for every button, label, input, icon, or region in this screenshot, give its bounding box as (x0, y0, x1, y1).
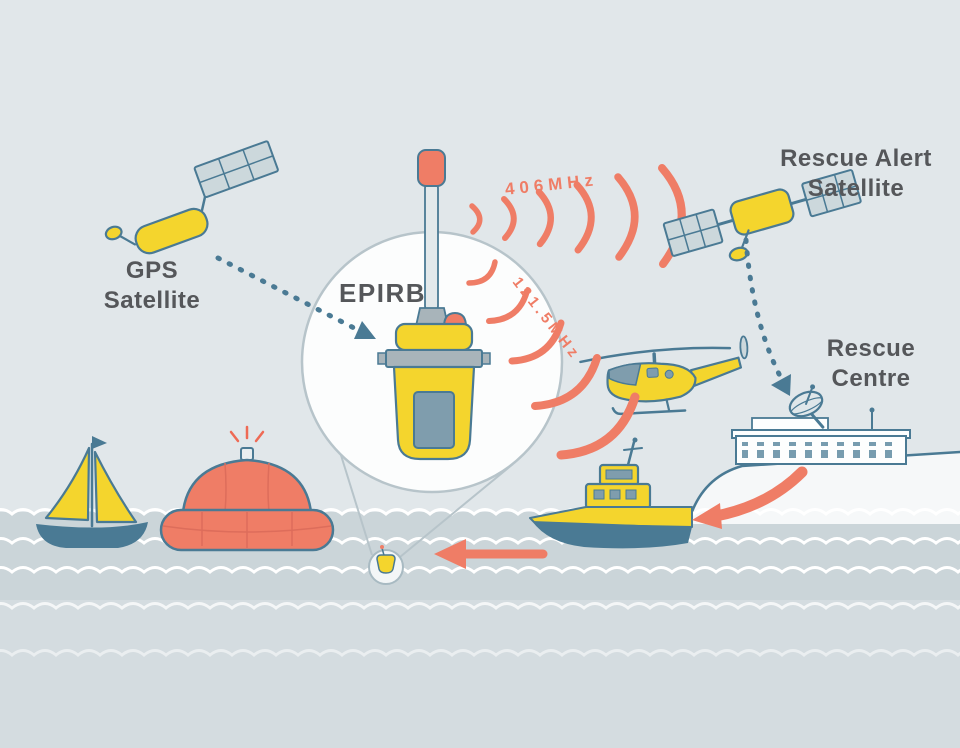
rescue-centre-label-line2: Centre (831, 365, 910, 392)
wave-line (0, 537, 960, 545)
landing-skid (611, 407, 687, 416)
arrowhead (354, 321, 376, 339)
wave-line (0, 649, 960, 657)
flash-ray (229, 430, 240, 443)
signal-arc (531, 354, 601, 410)
signal-arc (508, 319, 565, 365)
canopy (181, 458, 313, 514)
cabin-window (609, 489, 621, 500)
dotted-path (743, 237, 783, 379)
antenna (424, 181, 439, 313)
signal-arc (658, 164, 686, 268)
satellite-to-rescue-centre-arrow (743, 237, 791, 396)
sea-waves (0, 508, 960, 657)
dotted-path (215, 255, 357, 331)
jib-sail (44, 446, 91, 522)
panel-grid (806, 174, 857, 213)
epirb-device-icon (300, 149, 564, 585)
wave-line (0, 566, 960, 574)
gps-to-epirb-arrow (215, 255, 376, 339)
signal-arc (469, 203, 483, 235)
signal-arc (556, 392, 640, 460)
side-window-round (664, 369, 674, 379)
hull (36, 522, 148, 548)
satellite-dish-icon (788, 384, 825, 429)
panel-grid (199, 149, 274, 189)
swoosh-path (710, 466, 808, 522)
cabin-window (625, 489, 637, 500)
gps-satellite-icon (104, 140, 279, 255)
pennant (92, 436, 107, 449)
building-windows (742, 442, 900, 458)
raft-beacon-light (240, 447, 254, 461)
lifeboat-icon (529, 437, 693, 549)
callout-line-left (339, 451, 373, 556)
gps-satellite-label-line1: GPS (126, 257, 178, 284)
helicopter-icon (579, 335, 749, 416)
device-screen (413, 391, 455, 449)
rescue-centre-to-boat-arrow (692, 466, 808, 529)
cabin-window (593, 489, 605, 500)
boat-mast-crossbar (623, 447, 643, 451)
satellite-dish (104, 225, 123, 241)
signal-arc-icon (469, 164, 686, 268)
band-tab-right (481, 352, 491, 365)
rescue-alert-satellite-icon (662, 169, 862, 262)
signal-arc-homing (466, 259, 640, 460)
wave-line (0, 508, 960, 516)
rescue-alert-satellite-label-line2: Satellite (808, 175, 905, 202)
signal-arc (535, 188, 554, 248)
windshield (608, 363, 642, 386)
sailboat-icon (36, 436, 148, 548)
signal-arc (466, 259, 498, 286)
boat-mast (626, 440, 636, 467)
boat-to-beacon-arrow (434, 539, 548, 569)
antenna-cap (417, 149, 446, 187)
flash-ray (254, 430, 265, 443)
device-head (394, 322, 474, 352)
mount-band (385, 349, 483, 368)
tail-rotor (739, 335, 749, 360)
hull-lower (532, 521, 692, 549)
mini-body (376, 554, 396, 574)
signal-arc (486, 288, 530, 324)
dish-rib (790, 397, 824, 415)
arrowhead (692, 503, 722, 529)
epirb-label: EPIRB (339, 278, 426, 308)
arrowhead (434, 539, 466, 569)
band-tab-left (377, 352, 387, 365)
roof-antenna-tip (869, 407, 875, 413)
panel-grid (667, 214, 719, 252)
mini-antenna-tip (380, 545, 384, 549)
callout-line-right (399, 463, 514, 558)
satellite-body (134, 207, 209, 255)
dish-arm (117, 234, 136, 246)
signal-arc (501, 196, 517, 241)
wheelhouse-window (605, 469, 633, 480)
arrowhead (771, 374, 791, 396)
signal-arc (614, 173, 639, 261)
main-sail (93, 450, 138, 524)
skid-strut (665, 398, 671, 412)
dish-feed-arm (805, 387, 814, 405)
boat-mast-light (632, 437, 638, 443)
wave-line (0, 602, 960, 610)
satellite-body (729, 188, 795, 236)
side-window (646, 367, 659, 378)
gps-satellite-label-line2: Satellite (104, 287, 201, 314)
tube-segments (201, 512, 293, 548)
dish-feed (810, 384, 816, 390)
life-raft-icon (159, 425, 335, 552)
signal-arc (573, 181, 595, 254)
rescue-centre-label-line1: Rescue (827, 335, 915, 362)
rescue-alert-satellite-label-line1: Rescue Alert (780, 145, 932, 172)
canopy-seams (224, 462, 270, 513)
floating-beacon-icon (376, 545, 396, 574)
